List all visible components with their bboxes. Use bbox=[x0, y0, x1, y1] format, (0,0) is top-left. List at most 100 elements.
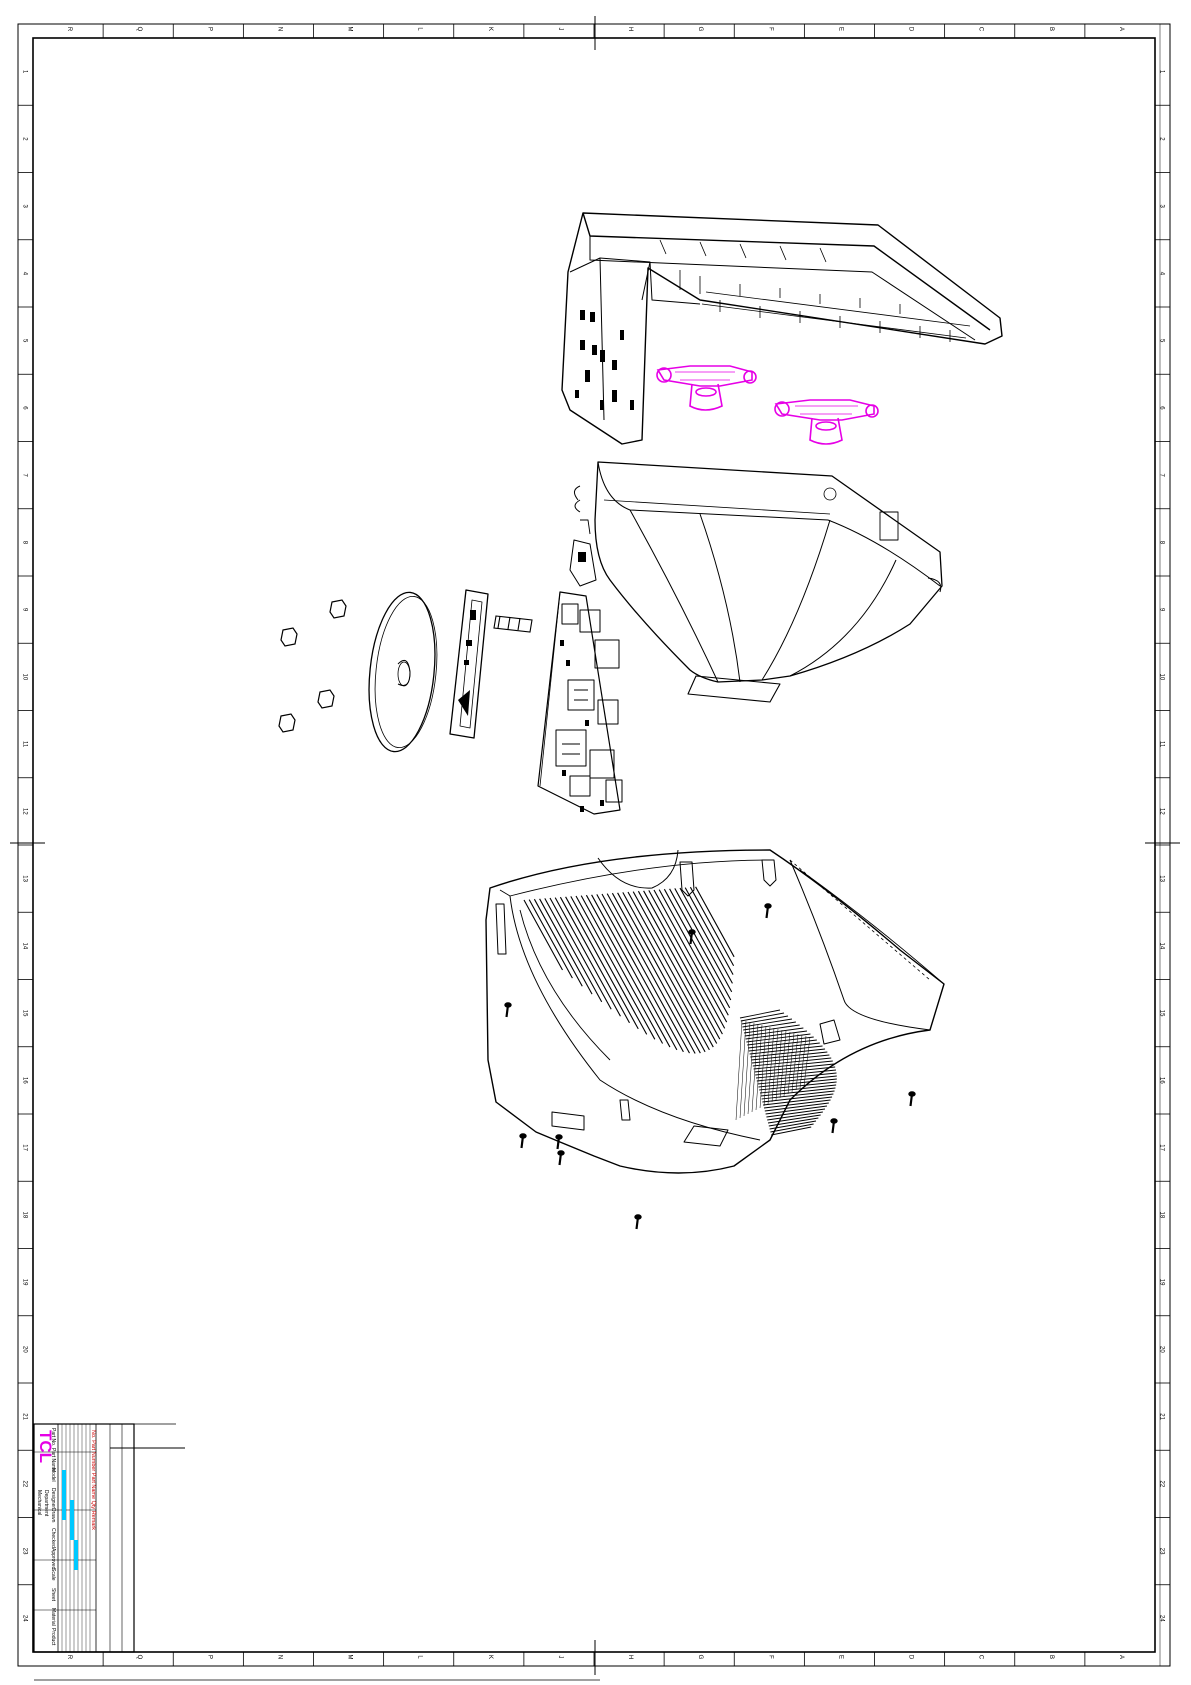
screws bbox=[504, 903, 916, 1230]
zone-letter: R bbox=[66, 27, 72, 32]
main-pcb bbox=[537, 519, 623, 815]
zone-letter: E bbox=[837, 27, 843, 31]
title-block-field: Approved bbox=[50, 1548, 56, 1570]
zone-number: 1 bbox=[22, 70, 28, 74]
zone-letter: J bbox=[557, 1656, 563, 1659]
screw bbox=[555, 1134, 563, 1150]
zone-number: 5 bbox=[22, 339, 28, 343]
drawing-frame bbox=[10, 16, 1180, 1675]
tilt-bracket-left bbox=[656, 365, 757, 411]
zone-number: 14 bbox=[22, 943, 28, 950]
zone-number: 13 bbox=[1159, 875, 1165, 882]
zone-number: 24 bbox=[1159, 1615, 1165, 1622]
zone-number: 9 bbox=[1159, 608, 1165, 612]
zone-number: 23 bbox=[22, 1548, 28, 1555]
zone-letter: L bbox=[417, 1655, 423, 1659]
zone-number: 24 bbox=[22, 1615, 28, 1622]
zone-letter: M bbox=[347, 1655, 353, 1660]
zone-letter: N bbox=[276, 27, 282, 31]
screw bbox=[830, 1118, 838, 1134]
zone-number: 15 bbox=[22, 1010, 28, 1017]
zone-number: 22 bbox=[22, 1481, 28, 1488]
zone-number: 6 bbox=[1159, 406, 1165, 410]
zone-number: 14 bbox=[1159, 943, 1165, 950]
zone-number: 8 bbox=[1159, 541, 1165, 545]
highlight-field-checked bbox=[74, 1540, 78, 1570]
zone-number: 10 bbox=[22, 674, 28, 681]
title-block-fields: Part No. Part NameModelDesignerDrawnCheck… bbox=[50, 1428, 56, 1646]
screw bbox=[504, 1002, 512, 1018]
crt-tube bbox=[574, 461, 943, 703]
zone-number: 20 bbox=[22, 1346, 28, 1353]
top-cover bbox=[561, 212, 1003, 445]
zone-letter: M bbox=[347, 27, 353, 32]
zone-letter: E bbox=[837, 1655, 843, 1659]
title-block-field: Checked bbox=[50, 1528, 56, 1548]
rear-vent-lower bbox=[735, 1009, 837, 1136]
zone-number: 16 bbox=[22, 1077, 28, 1084]
zone-number: 22 bbox=[1159, 1481, 1165, 1488]
zone-number: 23 bbox=[1159, 1548, 1165, 1555]
screw bbox=[634, 1214, 642, 1230]
zone-letter: D bbox=[908, 27, 914, 32]
title-block-field: Designer bbox=[50, 1488, 56, 1508]
highlight-field-model bbox=[62, 1470, 66, 1520]
zone-number: 7 bbox=[22, 473, 28, 477]
zone-letter: D bbox=[908, 1655, 914, 1660]
zone-number: 3 bbox=[1159, 204, 1165, 208]
rear-vent-upper bbox=[523, 886, 735, 1054]
title-block-field: Part Name bbox=[50, 1448, 56, 1472]
zone-number: 20 bbox=[1159, 1346, 1165, 1353]
zone-letter: P bbox=[206, 1655, 212, 1659]
title-block-field: Product bbox=[50, 1628, 56, 1646]
zone-letter: H bbox=[627, 27, 633, 31]
zone-letter: B bbox=[1048, 1655, 1054, 1659]
title-block-field: Scale bbox=[50, 1568, 56, 1581]
zone-letter: L bbox=[417, 27, 423, 31]
zone-letter: F bbox=[767, 1655, 773, 1659]
zone-letter: F bbox=[767, 27, 773, 31]
zone-number: 13 bbox=[22, 875, 28, 882]
zone-number: 21 bbox=[1159, 1413, 1165, 1420]
zone-number: 19 bbox=[22, 1279, 28, 1286]
zone-number: 2 bbox=[1159, 137, 1165, 141]
swivel-base-disc bbox=[368, 591, 438, 753]
zone-number: 10 bbox=[1159, 674, 1165, 681]
zone-letter: Q bbox=[136, 27, 142, 32]
zone-letter: A bbox=[1118, 1655, 1124, 1659]
zone-number: 19 bbox=[1159, 1279, 1165, 1286]
zone-letter: K bbox=[487, 1655, 493, 1659]
title-block-logo: TCL bbox=[36, 1430, 55, 1463]
screw bbox=[908, 1091, 916, 1107]
zone-number: 7 bbox=[1159, 473, 1165, 477]
zone-letter: G bbox=[697, 27, 703, 32]
screw bbox=[557, 1150, 565, 1166]
title-block: TCL Mechanical Department No. Part Numbe… bbox=[33, 1423, 185, 1653]
zone-number: 17 bbox=[22, 1144, 28, 1151]
zone-number: 11 bbox=[1159, 741, 1165, 748]
zone-letter: P bbox=[206, 27, 212, 31]
zone-number: 18 bbox=[1159, 1212, 1165, 1219]
screw bbox=[519, 1133, 527, 1149]
title-block-field: Sheet bbox=[50, 1588, 56, 1602]
zone-letter: H bbox=[627, 1655, 633, 1659]
screw bbox=[764, 903, 772, 919]
zone-number: 9 bbox=[22, 608, 28, 612]
zone-letter: Q bbox=[136, 1655, 142, 1660]
title-block-field: Model bbox=[50, 1468, 56, 1482]
title-block-department-2: Department bbox=[43, 1490, 49, 1517]
title-block-revision-header: No. Part Number Part Name Qty Remark bbox=[90, 1430, 96, 1530]
title-block-field: Part No. bbox=[50, 1428, 56, 1446]
rear-cabinet bbox=[485, 849, 945, 1174]
rubber-feet bbox=[278, 599, 347, 733]
zone-number: 12 bbox=[22, 808, 28, 815]
zone-number: 1 bbox=[1159, 70, 1165, 74]
control-panel bbox=[449, 589, 489, 739]
zone-number: 11 bbox=[22, 741, 28, 748]
zone-letter: B bbox=[1048, 27, 1054, 31]
zone-number: 8 bbox=[22, 541, 28, 545]
title-block-field: Drawn bbox=[50, 1508, 56, 1523]
zone-number: 12 bbox=[1159, 808, 1165, 815]
